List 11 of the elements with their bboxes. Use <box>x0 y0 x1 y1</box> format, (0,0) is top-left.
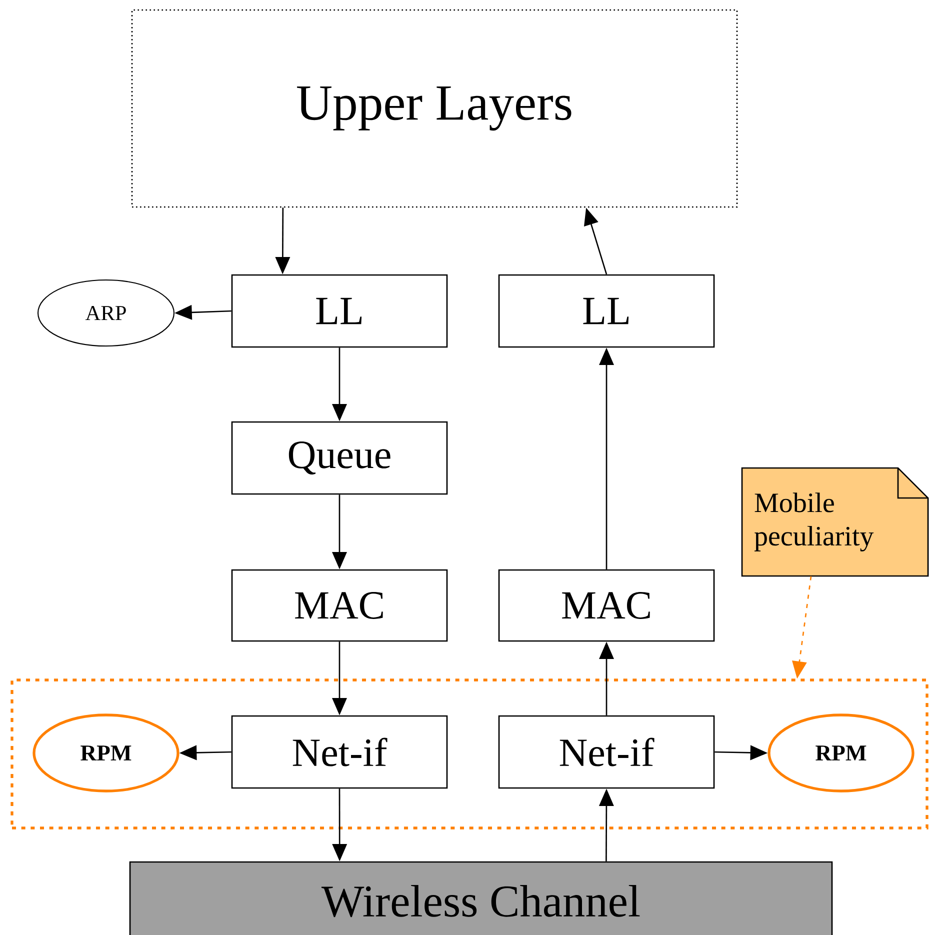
layer-box: MAC <box>498 569 715 642</box>
highlight-band <box>10 678 928 830</box>
note-box: Mobile peculiarity <box>741 467 929 577</box>
layer-box: Queue <box>231 421 448 495</box>
layer-box: Upper Layers <box>131 9 738 208</box>
layer-box: MAC <box>231 569 448 642</box>
layer-box: LL <box>498 274 715 348</box>
layer-box: Net-if <box>231 715 448 789</box>
layer-box: Net-if <box>498 715 715 789</box>
channel-box: Wireless Channel <box>129 861 833 935</box>
layer-box: LL <box>231 274 448 348</box>
